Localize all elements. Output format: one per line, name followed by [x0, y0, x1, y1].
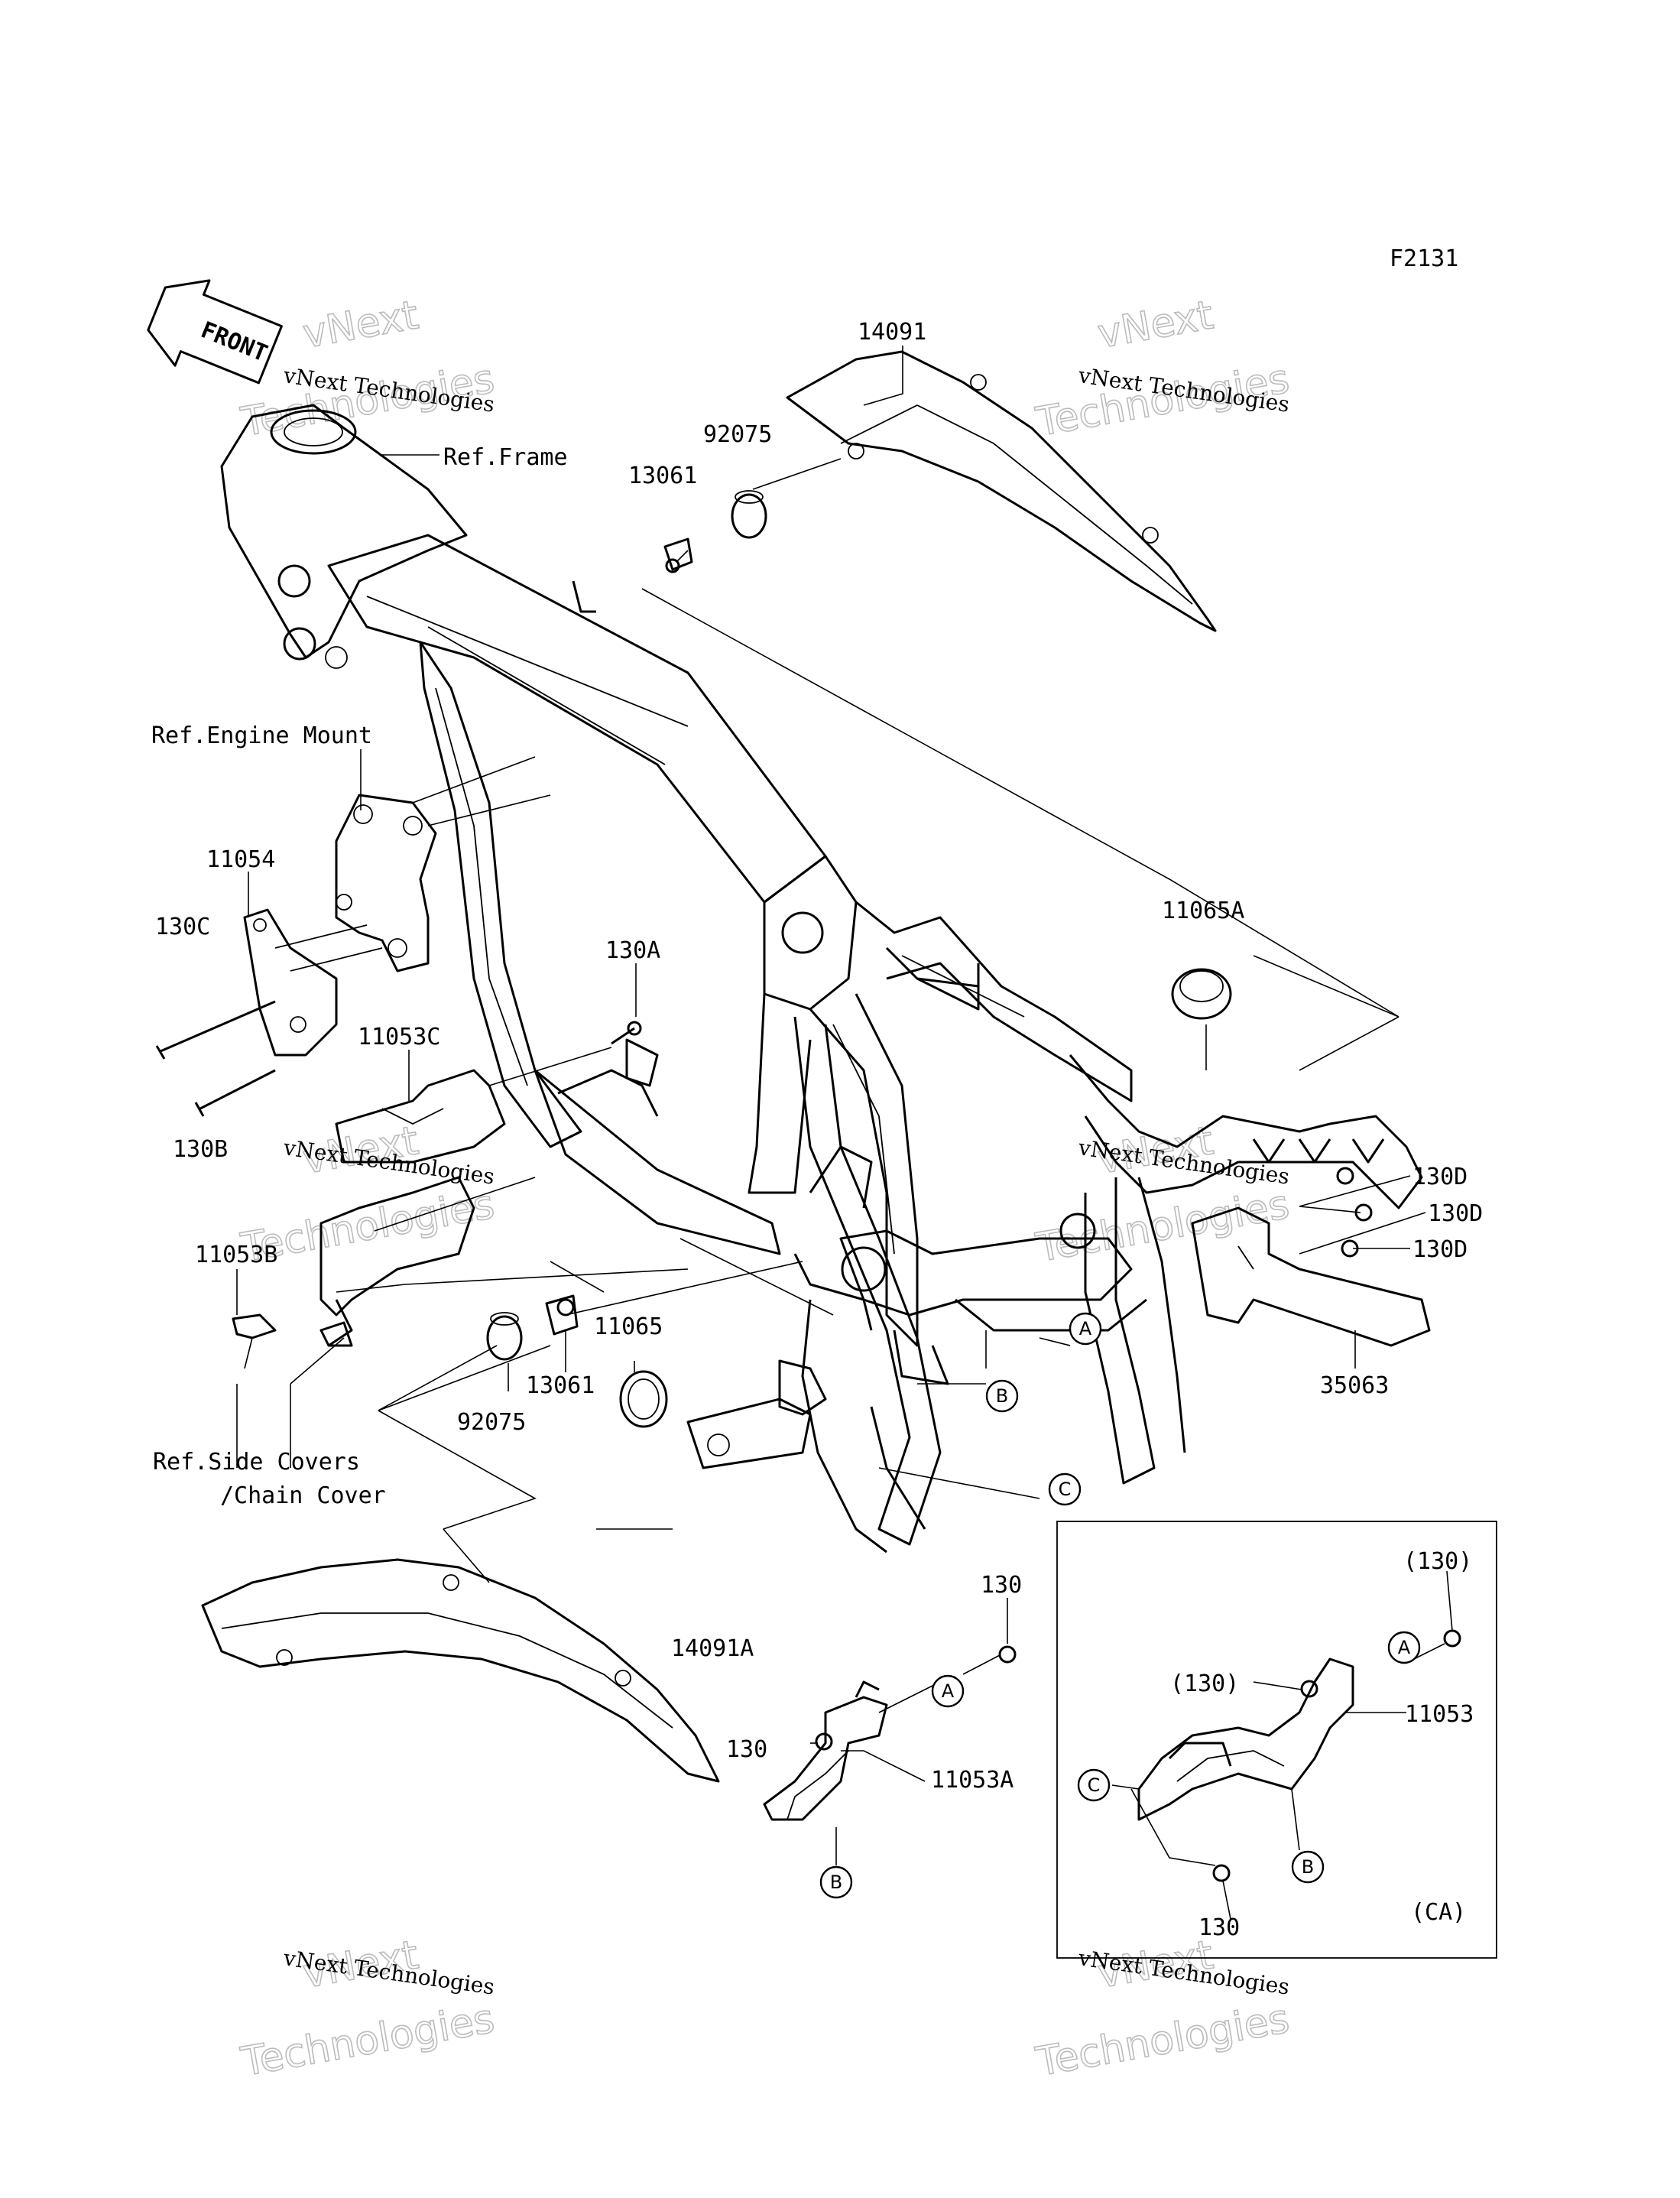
svg-text:Technologies: Technologies	[238, 1996, 498, 2086]
svg-text:vNext: vNext	[300, 292, 422, 357]
bolt-130C	[155, 1000, 276, 1060]
callout-b-3: B	[1291, 1850, 1325, 1884]
label-130-paren-1: (130)	[1403, 1548, 1472, 1575]
label-130C: 130C	[155, 914, 210, 940]
front-arrow-icon: FRONT	[147, 279, 283, 385]
part-labels: 14091 92075 13061 Ref.Frame Ref.Engine M…	[151, 319, 1483, 1941]
svg-text:A: A	[1398, 1637, 1411, 1658]
watermark-top-right: vNext Technologies vNext Technologies	[1032, 292, 1293, 446]
label-130D-1: 130D	[1412, 1164, 1468, 1190]
label-130-b: 130	[726, 1736, 767, 1763]
side-cover-bracket	[319, 1176, 475, 1347]
svg-text:Technologies: Technologies	[1033, 1996, 1292, 2086]
ca-inset-box	[1056, 1521, 1497, 1959]
svg-text:Technologies: Technologies	[1033, 1182, 1292, 1271]
callout-c-2: C	[1077, 1768, 1111, 1802]
nut-13061-top	[663, 537, 693, 573]
cap-11065A	[1171, 968, 1232, 1020]
cap-11065	[619, 1370, 668, 1428]
bolt-130-a	[998, 1645, 1017, 1664]
bracket-11054	[243, 908, 383, 1057]
svg-text:B: B	[1302, 1856, 1314, 1878]
svg-text:FRONT: FRONT	[197, 317, 271, 367]
label-13061-bottom: 13061	[526, 1372, 595, 1399]
bolt-130A	[611, 1021, 642, 1045]
callout-b-2: B	[819, 1865, 853, 1899]
label-11054: 11054	[206, 846, 275, 873]
grommet-92075-bottom	[486, 1312, 523, 1361]
callout-c-1: C	[1048, 1472, 1082, 1506]
label-130-c: 130	[1198, 1914, 1240, 1941]
callout-a-3: A	[1387, 1631, 1421, 1664]
bolt-130-b	[815, 1732, 833, 1751]
main-frame	[220, 404, 1423, 1554]
label-11065: 11065	[594, 1313, 663, 1340]
watermark-bottom-right: vNext Technologies vNext Technologies	[1032, 1932, 1293, 2086]
label-11053: 11053	[1405, 1701, 1474, 1728]
bolt-130-c	[1212, 1864, 1231, 1882]
grommet-92075-top	[731, 490, 767, 539]
figure-code: F2131	[1390, 245, 1458, 272]
label-92075-top: 92075	[703, 421, 772, 448]
label-14091A: 14091A	[671, 1635, 754, 1662]
svg-text:A: A	[1079, 1318, 1092, 1339]
label-11053A: 11053A	[931, 1767, 1014, 1794]
bracket-11053A	[763, 1680, 888, 1821]
label-11065A: 11065A	[1162, 898, 1244, 924]
svg-text:B: B	[996, 1385, 1008, 1407]
nut-13061-bottom	[545, 1294, 579, 1336]
rear-fender-14091	[786, 350, 1217, 632]
callout-a-1: A	[1069, 1312, 1102, 1346]
svg-text:C: C	[1088, 1774, 1101, 1796]
engine-mount-bracket	[335, 794, 437, 972]
label-35063: 35063	[1320, 1372, 1389, 1399]
label-13061-top: 13061	[628, 463, 697, 489]
bolt-130-paren-1	[1443, 1629, 1461, 1648]
rear-cross-bracket-35063	[1191, 1206, 1431, 1347]
label-chain-cover: /Chain Cover	[220, 1482, 386, 1509]
label-ref-side-covers: Ref.Side Covers	[153, 1449, 360, 1476]
watermark-bottom-left: vNext Technologies vNext Technologies	[237, 1932, 498, 2086]
svg-text:A: A	[942, 1680, 955, 1702]
svg-text:vNext: vNext	[1095, 292, 1217, 357]
rear-fender-14091A	[201, 1558, 720, 1783]
callout-b-1: B	[985, 1379, 1019, 1413]
label-130A: 130A	[605, 937, 660, 964]
label-92075-bottom: 92075	[457, 1409, 526, 1436]
label-ca: (CA)	[1411, 1899, 1466, 1926]
label-11053C: 11053C	[358, 1024, 440, 1050]
leader-lines	[236, 346, 1453, 1920]
bracket-11053	[1137, 1657, 1354, 1821]
label-130B: 130B	[173, 1136, 228, 1163]
label-130D-2: 130D	[1428, 1200, 1483, 1227]
bolt-130-paren-2	[1300, 1680, 1318, 1698]
label-130-paren-2: (130)	[1170, 1670, 1239, 1697]
label-14091: 14091	[858, 319, 926, 346]
label-ref-engine-mount: Ref.Engine Mount	[151, 722, 372, 749]
bolt-130B	[194, 1069, 276, 1117]
callout-a-2: A	[931, 1674, 965, 1708]
bracket-11053B	[232, 1313, 353, 1347]
svg-text:C: C	[1059, 1479, 1072, 1500]
label-130D-3: 130D	[1412, 1236, 1468, 1263]
label-ref-frame: Ref.Frame	[443, 444, 568, 471]
bolt-130D-1	[1336, 1167, 1354, 1185]
label-130-a: 130	[981, 1572, 1022, 1599]
svg-text:B: B	[830, 1872, 842, 1893]
bracket-11053C	[335, 1069, 506, 1164]
label-11053B: 11053B	[195, 1242, 277, 1268]
